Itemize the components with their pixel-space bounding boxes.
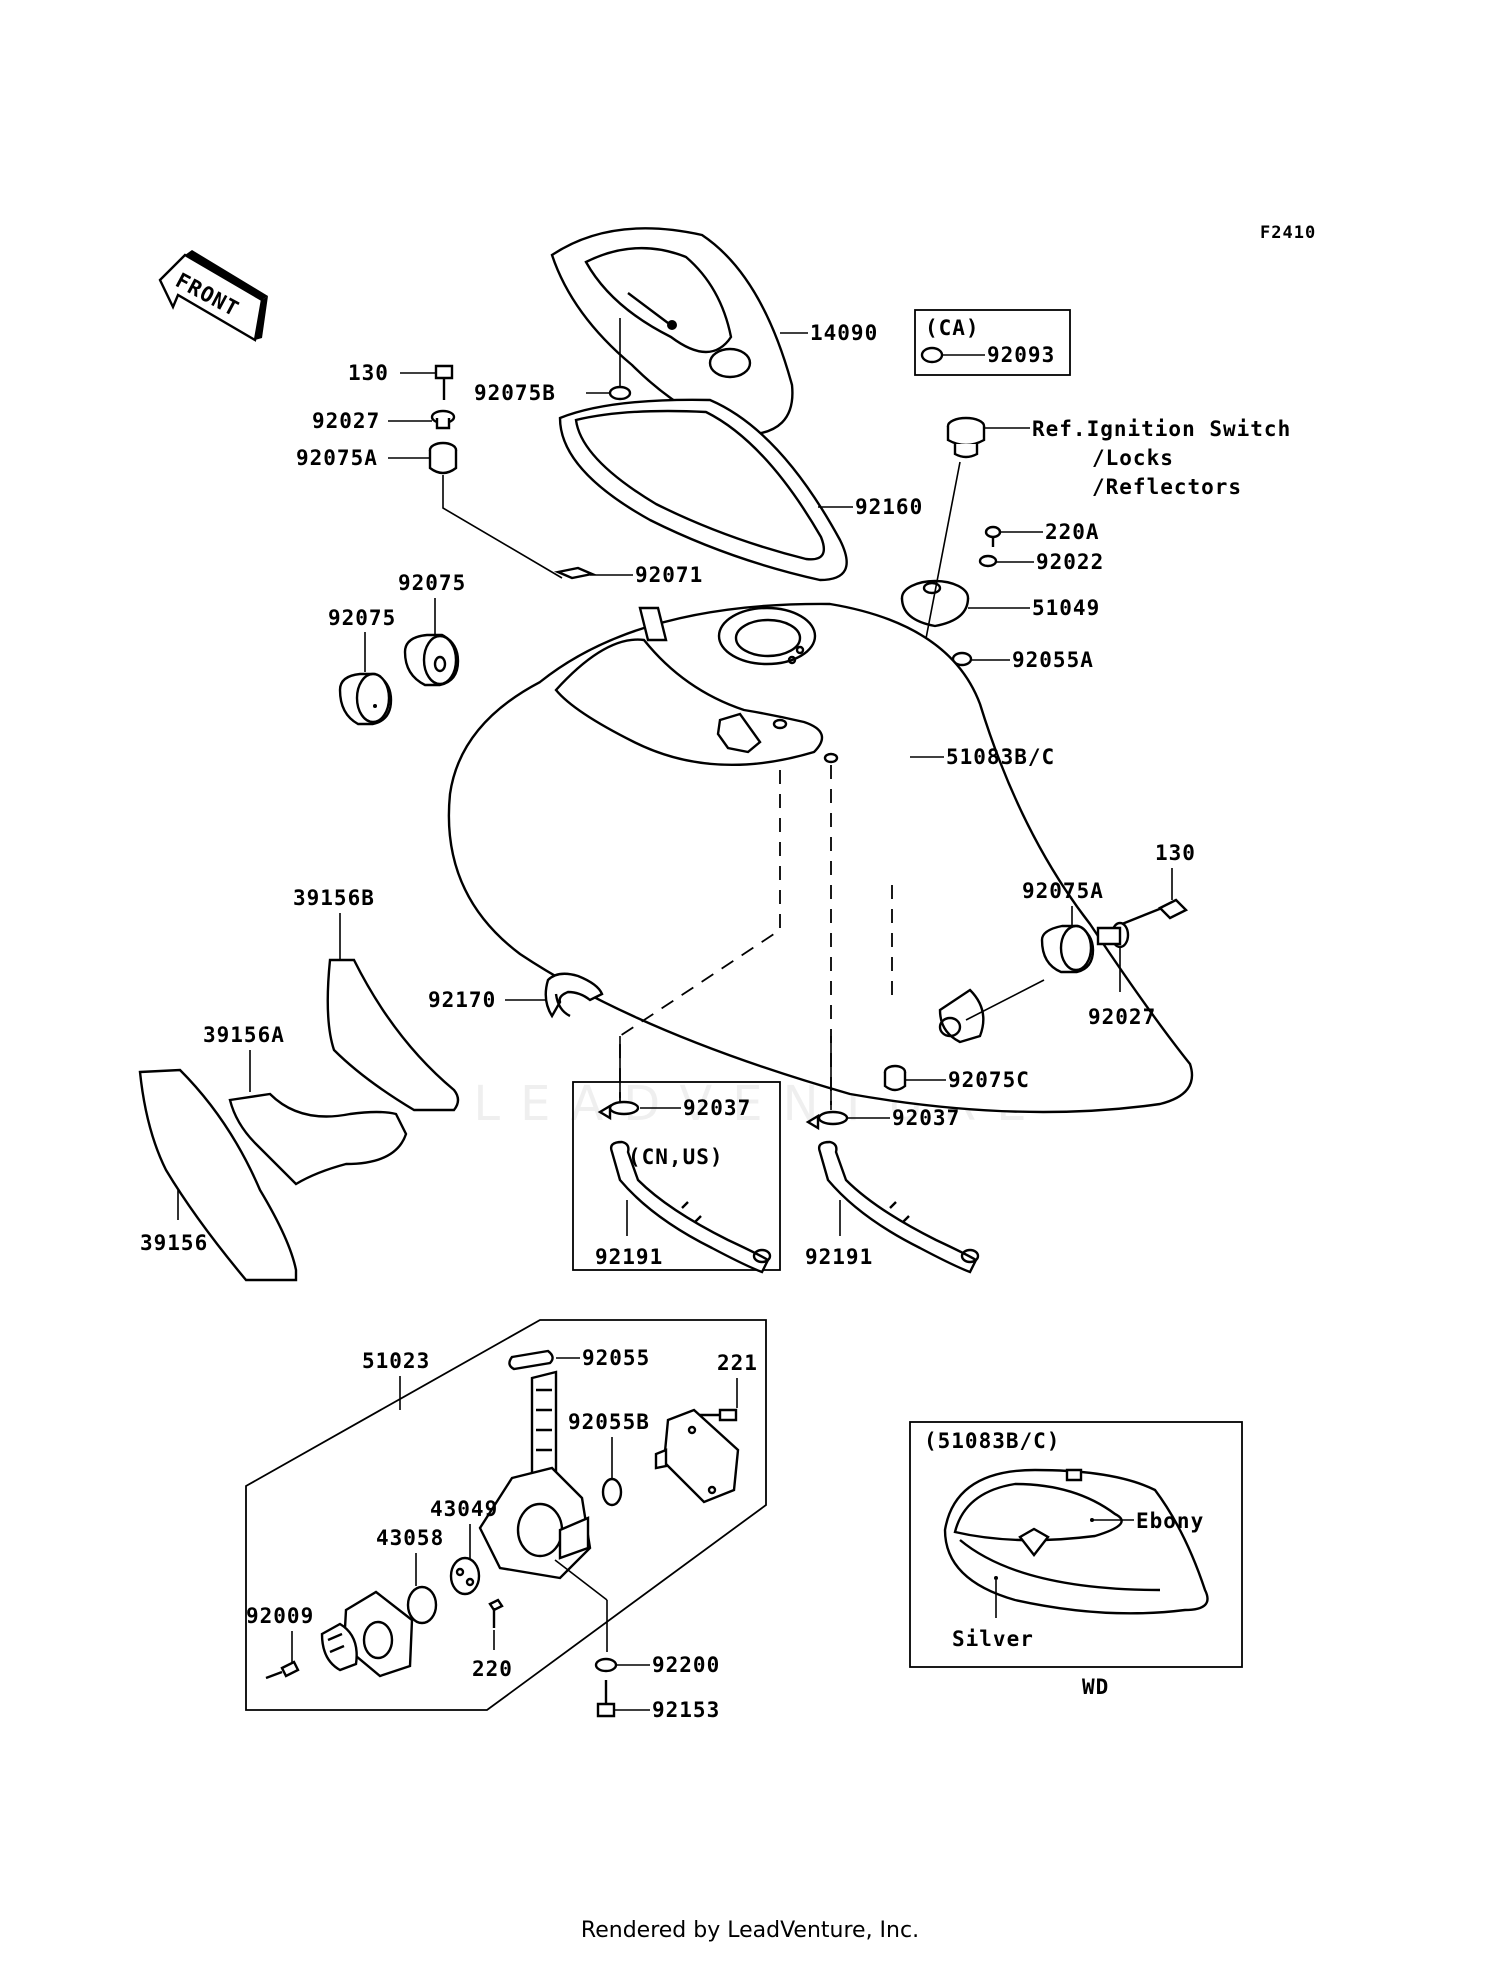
collar-92027-right [1096, 921, 1130, 949]
oring-43058 [406, 1585, 438, 1625]
color-inset-box [909, 1421, 1243, 1668]
callout-51023: 51023 [362, 1349, 430, 1373]
callout-92200: 92200 [652, 1653, 720, 1677]
callout-14090: 14090 [810, 321, 878, 345]
callout-92009: 92009 [246, 1604, 314, 1628]
color-silver: Silver [952, 1627, 1034, 1651]
callout-92075-right: 92075 [398, 571, 466, 595]
cn-us-box [572, 1081, 781, 1271]
clamp-92037-left [597, 1100, 640, 1121]
instrument-cover-14090 [550, 227, 794, 437]
inset-model-wd: WD [1082, 1675, 1109, 1699]
bolt-92153 [596, 1680, 616, 1718]
oring-92055b [601, 1477, 623, 1507]
callout-43049: 43049 [430, 1497, 498, 1521]
callout-92055b: 92055B [568, 1410, 650, 1434]
callout-39156b: 39156B [293, 886, 375, 910]
fuel-cap-51049 [900, 579, 970, 628]
fuel-tank-51083bc [447, 602, 1194, 1114]
fuel-cock-lever [320, 1622, 358, 1672]
side-cover-39156a [228, 1092, 408, 1186]
ca-box [914, 309, 1071, 376]
ref-locks: /Locks [1092, 446, 1174, 470]
fuel-cock-body [478, 1370, 592, 1580]
gasket-92055 [508, 1349, 554, 1371]
damper-92075-right [403, 633, 460, 687]
callout-92093: 92093 [987, 343, 1055, 367]
nut-92093 [920, 346, 944, 364]
callout-92075b: 92075B [474, 381, 556, 405]
region-cn-us: (CN,US) [628, 1145, 724, 1169]
callout-92191-right: 92191 [805, 1245, 873, 1269]
callout-92170: 92170 [428, 988, 496, 1012]
callout-92055: 92055 [582, 1346, 650, 1370]
callout-39156a: 39156A [203, 1023, 285, 1047]
grommet-92075b [608, 385, 632, 401]
callout-43058: 43058 [376, 1526, 444, 1550]
inset-title: (51083B/C) [924, 1429, 1060, 1453]
side-cover-39156b [326, 958, 460, 1112]
callout-130-right: 130 [1155, 841, 1196, 865]
side-cover-39156 [138, 1068, 298, 1282]
collar-92027-top [430, 409, 456, 430]
hose-92191-left [609, 1140, 772, 1274]
seal-43049 [449, 1556, 481, 1596]
washer-92200 [594, 1657, 618, 1673]
callout-92160: 92160 [855, 495, 923, 519]
washer-92022 [978, 554, 998, 568]
screw-220 [488, 1598, 504, 1628]
callout-220: 220 [472, 1657, 513, 1681]
callout-92191-left: 92191 [595, 1245, 663, 1269]
callout-92075a-top: 92075A [296, 446, 378, 470]
callout-39156: 39156 [140, 1231, 208, 1255]
diagram-code: F2410 [1260, 223, 1316, 243]
callout-92071: 92071 [635, 563, 703, 587]
callout-92027-right: 92027 [1088, 1005, 1156, 1029]
callout-92153: 92153 [652, 1698, 720, 1722]
cover-plate [654, 1408, 740, 1504]
damper-92075a-top [428, 441, 458, 475]
ref-reflectors: /Reflectors [1092, 475, 1242, 499]
tank-color-illustration [943, 1468, 1209, 1615]
screw-220a [984, 525, 1002, 547]
ref-ignition-switch: Ref.Ignition Switch [1032, 417, 1291, 441]
callout-92037-left: 92037 [683, 1096, 751, 1120]
callout-221: 221 [717, 1351, 758, 1375]
callout-92027-top: 92027 [312, 409, 380, 433]
callout-92022: 92022 [1036, 550, 1104, 574]
callout-130-top: 130 [348, 361, 389, 385]
screw-92009 [265, 1660, 300, 1680]
clamp-92170 [544, 972, 604, 1019]
front-arrow-icon: FRONT [158, 250, 268, 342]
bolt-130-right [1121, 898, 1189, 926]
fuel-cock-box [245, 1319, 767, 1711]
hose-92191-right [817, 1140, 980, 1274]
clamp-92037-right [805, 1110, 849, 1131]
region-ca: (CA) [925, 316, 980, 340]
callout-92075a-right: 92075A [1022, 879, 1104, 903]
callout-92075-left: 92075 [328, 606, 396, 630]
callout-92055a: 92055A [1012, 648, 1094, 672]
callout-92075c: 92075C [948, 1068, 1030, 1092]
damper-92075a-right [1040, 924, 1095, 974]
callout-51049: 51049 [1032, 596, 1100, 620]
bolt-130-top [434, 364, 454, 400]
gasket-92160 [558, 398, 848, 582]
rendered-by-footer: Rendered by LeadVenture, Inc. [580, 1918, 920, 1943]
cushion-92075c [883, 1064, 907, 1092]
color-ebony: Ebony [1136, 1509, 1204, 1533]
clip-92071 [553, 566, 597, 580]
damper-92075-left [338, 672, 393, 726]
ignition-switch-plug [946, 416, 986, 459]
callout-220a: 220A [1045, 520, 1100, 544]
callout-51083bc: 51083B/C [946, 745, 1055, 769]
callout-92037-right: 92037 [892, 1106, 960, 1130]
